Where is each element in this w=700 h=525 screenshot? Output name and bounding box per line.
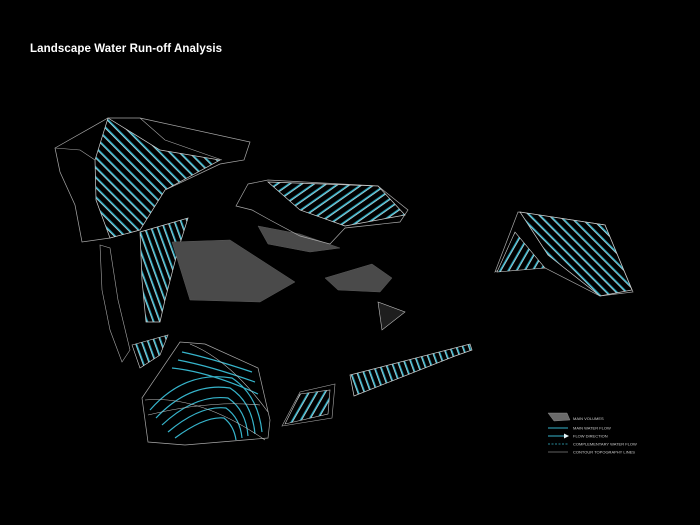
legend: MAIN VOLUMES MAIN WATER FLOW FLOW DIRECT… <box>547 412 637 455</box>
legend-flow-direction: FLOW DIRECTION <box>548 433 608 439</box>
legend-label-flow-direction: FLOW DIRECTION <box>573 434 608 439</box>
legend-label-main-water-flow: MAIN WATER FLOW <box>573 426 611 431</box>
patch-bottom-left <box>141 341 271 446</box>
legend-contour-topography-lines: CONTOUR TOPOGRAPHY LINES <box>548 450 635 455</box>
legend-label-main-volumes: MAIN VOLUMES <box>573 416 604 421</box>
patch-right <box>494 211 634 297</box>
grey-polygon-swatch <box>547 412 571 422</box>
legend-main-volumes: MAIN VOLUMES <box>547 412 604 422</box>
arrow-head-icon <box>564 433 569 439</box>
main-volume-small <box>377 301 406 331</box>
patch-bottom-strip <box>349 343 473 397</box>
patch-top-left <box>54 117 251 243</box>
main-volume-center-right <box>324 263 393 293</box>
main-volume-top <box>257 225 341 253</box>
legend-label-contour-topography-lines: CONTOUR TOPOGRAPHY LINES <box>573 450 635 455</box>
legend-label-complementary-water-flow: COMPLEMENTARY WATER FLOW <box>573 442 637 447</box>
patch-top-center <box>235 179 409 245</box>
patch-left-strip <box>99 217 189 369</box>
main-volume-center-left <box>171 239 296 303</box>
legend-complementary-water-flow: COMPLEMENTARY WATER FLOW <box>548 442 637 447</box>
diagram-title: Landscape Water Run-off Analysis <box>30 43 223 55</box>
legend-main-water-flow: MAIN WATER FLOW <box>548 426 611 431</box>
patch-bottom-center <box>281 383 336 427</box>
